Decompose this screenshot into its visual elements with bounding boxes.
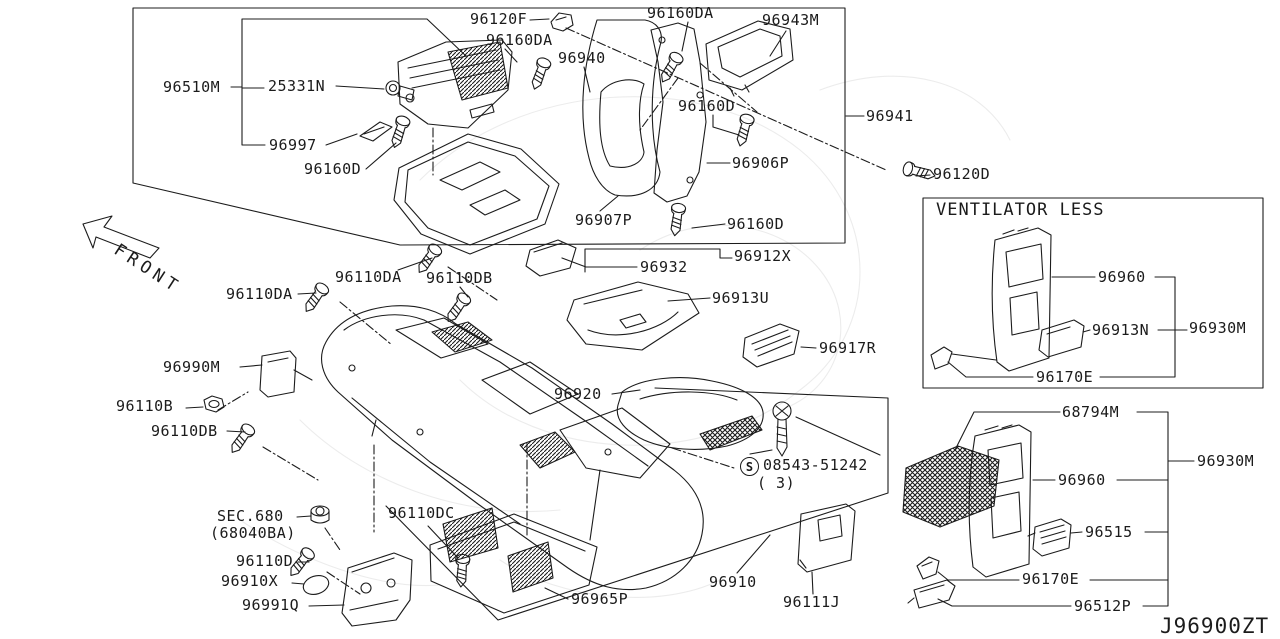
background-watermark: [239, 75, 1011, 598]
callout-sec680: SEC.680: [217, 507, 284, 525]
inset-title: VENTILATOR LESS: [936, 200, 1105, 220]
callout-68040BA: (68040BA): [210, 524, 296, 542]
callout-96110DA-1: 96110DA: [226, 285, 293, 303]
rear-tray-sketch: [705, 20, 794, 97]
fastener-part-number: 08543-51242: [763, 456, 868, 474]
center-finisher-sketch: [582, 19, 662, 197]
callout-96912X: 96912X: [734, 247, 792, 265]
callout-96512P: 96512P: [1074, 597, 1132, 615]
callout-96917R: 96917R: [819, 339, 877, 357]
blank-lid-sketch: [907, 579, 956, 609]
callout-96930M: 96930M: [1197, 452, 1255, 470]
callout-96160DA-2: 96160DA: [647, 4, 714, 22]
callout-96913U: 96913U: [712, 289, 770, 307]
front-arrow: [82, 215, 160, 259]
phillips-screw-sketch: [772, 401, 792, 457]
bracket-tray-sketch: [742, 323, 800, 368]
rear-finisher-panel-sketch: [968, 424, 1032, 578]
callout-68794M: 68794M: [1062, 403, 1120, 421]
audio-unit-sketch: [397, 39, 513, 129]
callout-96910X: 96910X: [221, 572, 279, 590]
callout-96170E: 96170E: [1022, 570, 1080, 588]
callout-96110DB-1: 96110DB: [426, 269, 493, 287]
callout-96110DC: 96110DC: [388, 504, 455, 522]
fastener-symbol: S: [740, 457, 759, 476]
callout-96160D-3: 96160D: [727, 215, 785, 233]
callout-96960-inset: 96960: [1098, 268, 1146, 286]
callout-96910: 96910: [709, 573, 757, 591]
group-boxes: [132, 7, 1264, 621]
callout-96932: 96932: [640, 258, 688, 276]
callout-96930M-inset: 96930M: [1189, 319, 1247, 337]
screw-icons: [225, 49, 938, 588]
callout-96940: 96940: [558, 49, 606, 67]
blind-cap-sketch: [302, 574, 330, 596]
callout-96913N: 96913N: [1092, 321, 1150, 339]
callout-96160D-1: 96160D: [304, 160, 362, 178]
inset-panel-sketch: [991, 227, 1052, 372]
console-lid-sketch: [566, 281, 700, 351]
callout-96120F: 96120F: [470, 10, 528, 28]
centerline-axes: [217, 27, 887, 595]
callout-96960: 96960: [1058, 471, 1106, 489]
callout-96110DA-2: 96110DA: [335, 268, 402, 286]
mount-bracket-sketch: [259, 350, 313, 398]
ventilator-less-inset-box: [922, 197, 1264, 389]
callout-96990M: 96990M: [163, 358, 221, 376]
armrest-lid-sketch: [616, 377, 764, 451]
rear-vent-grille-sketch: [902, 445, 1000, 528]
hex-nut-sketch: [203, 395, 225, 413]
callout-96941: 96941: [866, 107, 914, 125]
ashtray-part-sketch: [359, 121, 393, 142]
callout-96991Q: 96991Q: [242, 596, 300, 614]
rear-bracket-sketch: [341, 552, 413, 627]
power-socket-sketch: [1027, 518, 1072, 557]
callout-96997: 96997: [269, 136, 317, 154]
callout-96515: 96515: [1085, 523, 1133, 541]
console-frame-sketch: [650, 22, 707, 203]
callout-96510M: 96510M: [163, 78, 221, 96]
console-body-sketch: [321, 305, 704, 591]
inset-lid-sketch: [1038, 319, 1085, 358]
fastener-quantity: ( 3): [757, 474, 796, 492]
callout-96110DB-2: 96110DB: [151, 422, 218, 440]
diagram-code: J96900ZT: [1160, 614, 1270, 638]
inset-clip-sketch: [930, 346, 953, 370]
top-group-box: [132, 7, 846, 246]
console-group-box: [385, 387, 889, 621]
callout-96906P: 96906P: [732, 154, 790, 172]
callout-96120D: 96120D: [933, 165, 991, 183]
side-lid-sketch: [797, 503, 856, 573]
cage-nut-sketch: [310, 505, 330, 524]
callout-96160DA-1: 96160DA: [486, 31, 553, 49]
callout-96160D-2: 96160D: [678, 97, 736, 115]
clip-sketch: [916, 556, 940, 580]
lower-finisher-sketch: [393, 133, 560, 255]
part-sketches: [82, 12, 1085, 627]
retainer-clip-sketch: [550, 12, 574, 32]
callout-96943M: 96943M: [762, 11, 820, 29]
callout-96965P: 96965P: [571, 590, 629, 608]
callout-96111J: 96111J: [783, 593, 841, 611]
callout-25331N: 25331N: [268, 77, 326, 95]
cigarette-lighter-sketch: [385, 80, 415, 101]
callout-96907P: 96907P: [575, 211, 633, 229]
callout-96110B: 96110B: [116, 397, 174, 415]
callout-96170E-inset: 96170E: [1036, 368, 1094, 386]
callout-96110D: 96110D: [236, 552, 294, 570]
rear-console-box-sketch: [429, 507, 598, 614]
callout-96920: 96920: [554, 385, 602, 403]
pocket-bin-sketch: [525, 239, 577, 277]
